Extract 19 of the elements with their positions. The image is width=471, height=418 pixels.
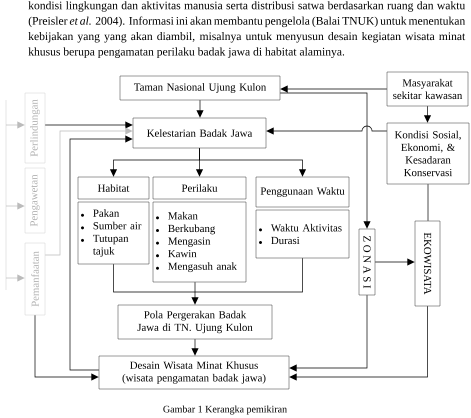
vertical-box: EKOWISATA	[414, 220, 440, 306]
process-box: Taman Nasional Ujung Kulon	[120, 76, 280, 100]
heading-box: Habitat	[78, 176, 150, 200]
faded-box: Pengawetan	[24, 168, 46, 234]
bullet-list-box: Pakan Sumber air Tutupan tajuk	[78, 202, 150, 264]
heading-box: Penggunaan Waktu	[256, 176, 350, 208]
faded-box: Perlindungan	[24, 92, 46, 164]
process-box: Kondisi Sosial, Ekonomi, & Kesadaran Konservasi	[386, 122, 470, 184]
process-box: Pola Pergerakan Badak Jawa di TN. Ujung Kulon	[118, 304, 272, 340]
process-box: Desain Wisata Minat Khusus (wisata pengamatan badak jawa)	[98, 356, 290, 390]
bullet-list-box: Makan Berkubang Mengasin Kawin Mengasuh anak	[152, 202, 246, 282]
process-box: Kelestarian Badak Jawa	[132, 118, 266, 148]
figure-caption: Gambar 1 Kerangka pemikiran	[163, 405, 287, 415]
bullet-list-box: Waktu Aktivitas Durasi	[256, 210, 350, 258]
heading-box: Perilaku	[152, 176, 246, 200]
faded-box: Pemanfaatan	[24, 242, 46, 316]
vertical-box: Z O N A S I	[358, 228, 376, 296]
process-box: Masyarakat sekitar kawasan	[386, 72, 468, 106]
body-paragraph: kondisi lingkungan dan aktivitas manusia serta distribusi satwa berdasarkan ruang dan waktu (Preisler et al. 2004). Informasi ini akan membantu pengelola (Balai TNUK) untuk menentukan kebijakan yang yang akan diambil, misalnya untuk menyusun desain kegiatan wisata minat khusus berupa pengamatan perilaku badak jawa di habitat alaminya.	[28, 1, 466, 58]
